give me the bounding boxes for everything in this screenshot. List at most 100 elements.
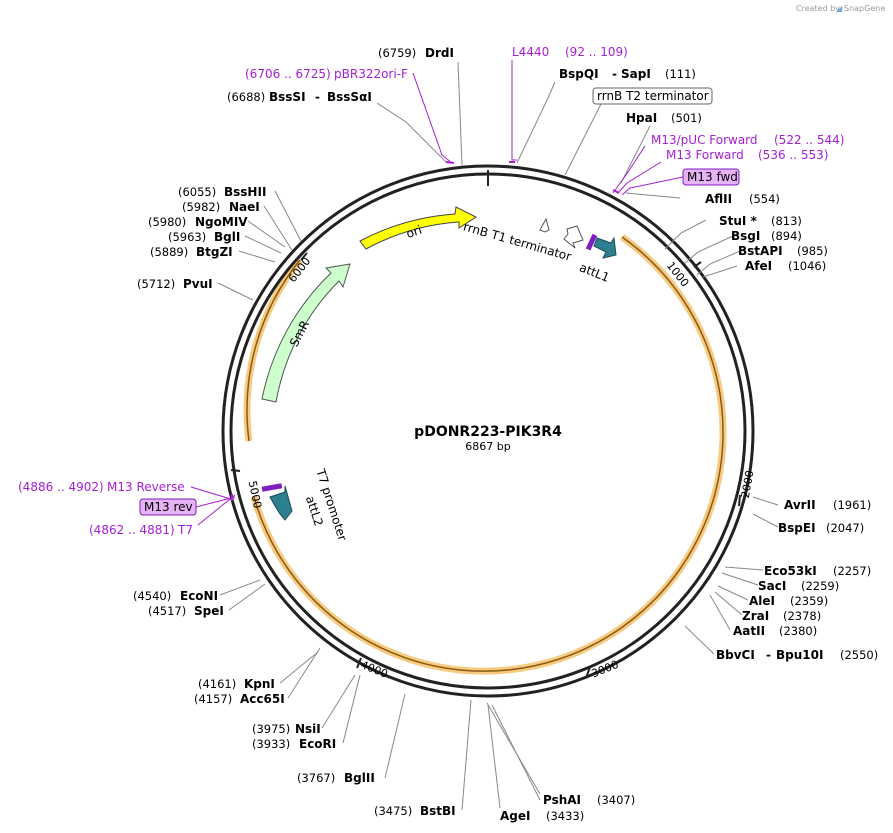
primer-m13reverse-range: (4886 .. 4902) <box>18 480 104 494</box>
enzyme-hpai-pos: (501) <box>671 111 702 125</box>
primer-m13rev-box[interactable] <box>139 498 197 516</box>
enzyme-bspqi-pos: (111) <box>665 67 696 81</box>
enzyme-zrai: ZraI <box>742 609 769 623</box>
enzyme-afei: AfeI <box>745 259 772 273</box>
ori-feature[interactable]: ori <box>359 206 478 250</box>
plasmid-length: 6867 bp <box>465 440 510 453</box>
enzyme-ngomiv: NgoMIV <box>195 215 248 229</box>
enzyme-bsssi: BssSI <box>269 90 306 104</box>
enzyme-agei-pos: (3433) <box>546 809 584 823</box>
enzyme-avrii-pos: (1961) <box>833 498 871 512</box>
rrnb-t1-label: rrnB T1 terminator <box>462 219 573 263</box>
enzyme-aflii: AflII <box>705 192 732 206</box>
primer-m13puc: M13/pUC Forward <box>651 133 758 147</box>
primer-lines <box>190 60 684 526</box>
plasmid-name: pDONR223-PIK3R4 <box>414 424 562 440</box>
enzyme-labels: (6759) DrdI BspQI - SapI (111) (6688) Bs… <box>133 46 878 823</box>
enzyme-ecori-pos: (3933) <box>252 737 290 751</box>
enzyme-saci-pos: (2259) <box>801 579 839 593</box>
credit-text: Created by <box>796 4 840 13</box>
ruler: 1000 2000 3000 4000 5000 6000 <box>230 252 757 681</box>
callout-lines <box>217 61 779 811</box>
attl1-feature[interactable]: attL1 <box>577 233 617 285</box>
primer-m13fwd-range: (536 .. 553) <box>758 148 828 162</box>
enzyme-bsssi-pos: (6688) <box>227 90 265 104</box>
enzyme-bgli: BglI <box>214 230 240 244</box>
enzyme-econi: EcoNI <box>180 589 218 603</box>
rrnb-t2-label: rrnB T2 terminator <box>597 89 709 103</box>
enzyme-eco53ki: Eco53kI <box>764 564 817 578</box>
enzyme-bsshii-pos: (6055) <box>178 185 216 199</box>
backbone-outer <box>221 164 755 698</box>
enzyme-zrai-pos: (2378) <box>783 609 821 623</box>
enzyme-btgzi: BtgZI <box>196 245 233 259</box>
primer-pbr322ori-range: (6706 .. 6725) <box>245 67 331 81</box>
enzyme-alei: AleI <box>749 594 775 608</box>
enzyme-spei: SpeI <box>194 604 224 618</box>
primer-m13fwd-box[interactable] <box>682 168 740 186</box>
ruler-4000: 4000 <box>359 658 390 681</box>
enzyme-bstbi: BstBI <box>420 804 456 818</box>
enzyme-bspqi: BspQI <box>559 67 599 81</box>
enzyme-btgzi-pos: (5889) <box>150 245 188 259</box>
enzyme-bstapi-pos: (985) <box>797 244 828 258</box>
ruler-3000: 3000 <box>590 658 621 681</box>
primer-m13fwd: M13 Forward <box>666 148 744 162</box>
enzyme-alei-pos: (2359) <box>790 594 828 608</box>
enzyme-avrii: AvrII <box>784 498 816 512</box>
primer-labels: L4440 (92 .. 109) (6706 .. 6725) pBR322o… <box>18 45 844 537</box>
enzyme-bsshii: BssHII <box>224 185 266 199</box>
primer-m13rev-box-label: M13 rev <box>144 500 193 514</box>
enzyme-naei: NaeI <box>229 200 260 214</box>
enzyme-nsii-pos: (3975) <box>252 722 290 736</box>
rrnb-t1-feature[interactable]: rrnB T1 terminator <box>462 219 584 264</box>
enzyme-bsssalphai: BssSαI <box>327 90 372 104</box>
enzyme-sapi: SapI <box>621 67 651 81</box>
ori-label: ori <box>404 223 423 241</box>
svg-text:-: - <box>315 90 320 104</box>
snapgene-credit: Created by ◢ SnapGene <box>796 4 885 13</box>
svg-text:-: - <box>612 67 617 81</box>
enzyme-bbvci-pos: (2550) <box>840 648 878 662</box>
enzyme-bspei-pos: (2047) <box>826 521 864 535</box>
enzyme-agei: AgeI <box>500 809 530 823</box>
enzyme-ecori: EcoRI <box>299 737 336 751</box>
enzyme-eco53ki-pos: (2257) <box>833 564 871 578</box>
rrnb-t2-box[interactable]: rrnB T2 terminator <box>592 87 713 105</box>
attl1-label: attL1 <box>577 260 611 285</box>
enzyme-kpni: KpnI <box>244 677 275 691</box>
enzyme-naei-pos: (5982) <box>182 200 220 214</box>
enzyme-stui-pos: (813) <box>771 214 802 228</box>
enzyme-bbvci: BbvCI <box>716 648 755 662</box>
rrnb-t2-feature[interactable] <box>539 217 550 233</box>
primer-m13puc-range: (522 .. 544) <box>774 133 844 147</box>
enzyme-bpu10i: Bpu10I <box>776 648 823 662</box>
enzyme-spei-pos: (4517) <box>148 604 186 618</box>
enzyme-drdi: DrdI <box>425 46 454 60</box>
primer-l4440-range: (92 .. 109) <box>565 45 628 59</box>
orf-arc <box>243 234 727 675</box>
snapgene-logo-icon: ◢ <box>836 4 843 13</box>
credit-brand: SnapGene <box>844 4 885 13</box>
attl2-feature[interactable]: T7 promoter attL2 <box>261 466 350 542</box>
primer-l4440: L4440 <box>512 45 549 59</box>
enzyme-econi-pos: (4540) <box>133 589 171 603</box>
enzyme-hpai: HpaI <box>626 111 657 125</box>
enzyme-bglii-pos: (3767) <box>297 771 335 785</box>
primer-markers <box>231 161 620 501</box>
enzyme-aflii-pos: (554) <box>749 192 780 206</box>
enzyme-acc65i: Acc65I <box>240 692 285 706</box>
enzyme-bstapi: BstAPI <box>738 244 783 258</box>
primer-m13reverse: M13 Reverse <box>107 480 185 494</box>
enzyme-kpni-pos: (4161) <box>198 677 236 691</box>
enzyme-drdi-pos: (6759) <box>378 46 416 60</box>
primer-t7-range: (4862 .. 4881) <box>89 523 175 537</box>
enzyme-pvui: PvuI <box>183 277 213 291</box>
enzyme-pshai: PshAI <box>543 793 581 807</box>
ruler-2000: 2000 <box>739 469 757 499</box>
enzyme-ngomiv-pos: (5980) <box>148 215 186 229</box>
primer-m13fwd-box-label: M13 fwd <box>687 170 738 184</box>
ruler-5000: 5000 <box>246 480 265 510</box>
enzyme-pvui-pos: (5712) <box>137 277 175 291</box>
